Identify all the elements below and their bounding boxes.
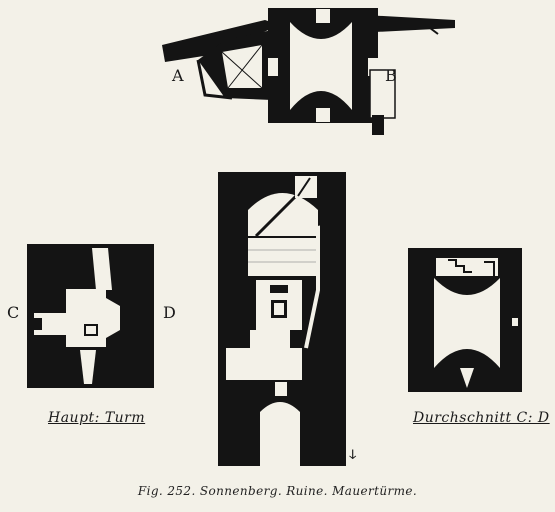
artist-monogram: ↆ bbox=[349, 447, 357, 463]
label-b: B bbox=[385, 66, 397, 85]
main-tower-plan bbox=[27, 244, 154, 388]
section-cd bbox=[408, 248, 522, 392]
label-a: A bbox=[172, 66, 184, 85]
label-c: C bbox=[7, 303, 20, 322]
top-tower-plan bbox=[162, 8, 455, 135]
haupt-turm-label: Haupt: Turm bbox=[48, 410, 146, 426]
durchschnitt-label: Durchschnitt C: D bbox=[413, 410, 550, 426]
figure-caption: Fig. 252. Sonnenberg. Ruine. Mauertürme. bbox=[137, 484, 418, 498]
tower-section bbox=[218, 172, 346, 466]
label-d: D bbox=[163, 303, 176, 322]
